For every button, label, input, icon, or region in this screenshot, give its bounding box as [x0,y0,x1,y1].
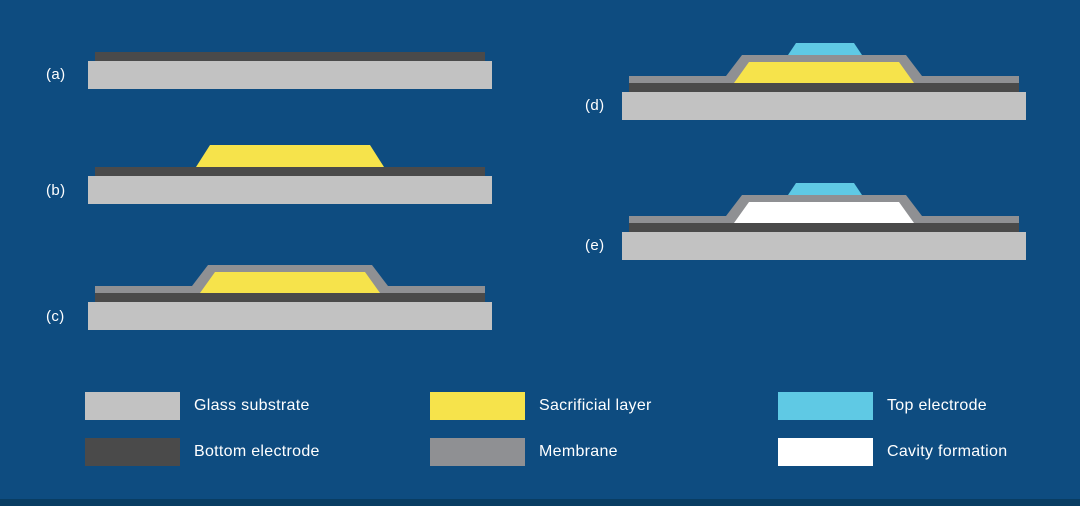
legend-item-bottom-electrode: Bottom electrode [85,438,320,466]
legend-label-glass-substrate: Glass substrate [194,397,310,414]
panel-label-d: (d) [585,97,605,114]
swatch-cavity-formation [778,438,873,466]
glass-substrate-layer [622,92,1026,120]
panel-e [622,178,1042,260]
glass-substrate-layer [88,176,492,204]
legend-swatch-membrane [430,438,525,466]
panel-a [88,7,508,89]
swatch-top-electrode [778,392,873,420]
panel-label-c: (c) [46,308,65,325]
legend-label-membrane: Membrane [539,443,618,460]
bottom-electrode-layer [95,52,485,61]
panel-b-drawing [88,145,492,204]
panel-c-drawing [88,265,492,330]
swatch-membrane [430,438,525,466]
legend-item-cavity-formation: Cavity formation [778,438,1007,466]
swatch-bottom-electrode [85,438,180,466]
panel-d [622,38,1042,120]
legend-swatch-bottom-electrode [85,438,180,466]
panel-e-drawing [622,183,1026,260]
glass-substrate-layer [622,232,1026,260]
legend-swatch-glass-substrate [85,392,180,420]
legend-swatch-top-electrode [778,392,873,420]
glass-substrate-layer [88,302,492,330]
panel-b [88,122,508,204]
footer-accent-bar [0,499,1080,506]
legend-item-glass-substrate: Glass substrate [85,392,310,420]
glass-substrate-layer [88,61,492,89]
legend-item-top-electrode: Top electrode [778,392,987,420]
panel-d-drawing [622,43,1026,120]
bottom-electrode-layer [629,83,1019,92]
top-electrode-layer [788,43,862,55]
bottom-electrode-layer [95,167,485,176]
panel-label-a: (a) [46,66,66,83]
panel-a-drawing [88,52,492,89]
legend-swatch-cavity-formation [778,438,873,466]
sacrificial-layer [200,272,380,293]
legend-label-sacrificial-layer: Sacrificial layer [539,397,652,414]
swatch-glass-substrate [85,392,180,420]
panel-label-e: (e) [585,237,605,254]
legend-label-top-electrode: Top electrode [887,397,987,414]
cavity-region [734,202,914,223]
panel-label-b: (b) [46,182,66,199]
sacrificial-layer [196,145,384,167]
bottom-electrode-layer [95,293,485,302]
legend-swatch-sacrificial-layer [430,392,525,420]
swatch-sacrificial-layer [430,392,525,420]
legend-label-bottom-electrode: Bottom electrode [194,443,320,460]
top-electrode-layer [788,183,862,195]
legend-item-membrane: Membrane [430,438,618,466]
sacrificial-layer [734,62,914,83]
bottom-electrode-layer [629,223,1019,232]
legend-label-cavity-formation: Cavity formation [887,443,1008,460]
legend-item-sacrificial-layer: Sacrificial layer [430,392,652,420]
panel-c [88,248,508,330]
